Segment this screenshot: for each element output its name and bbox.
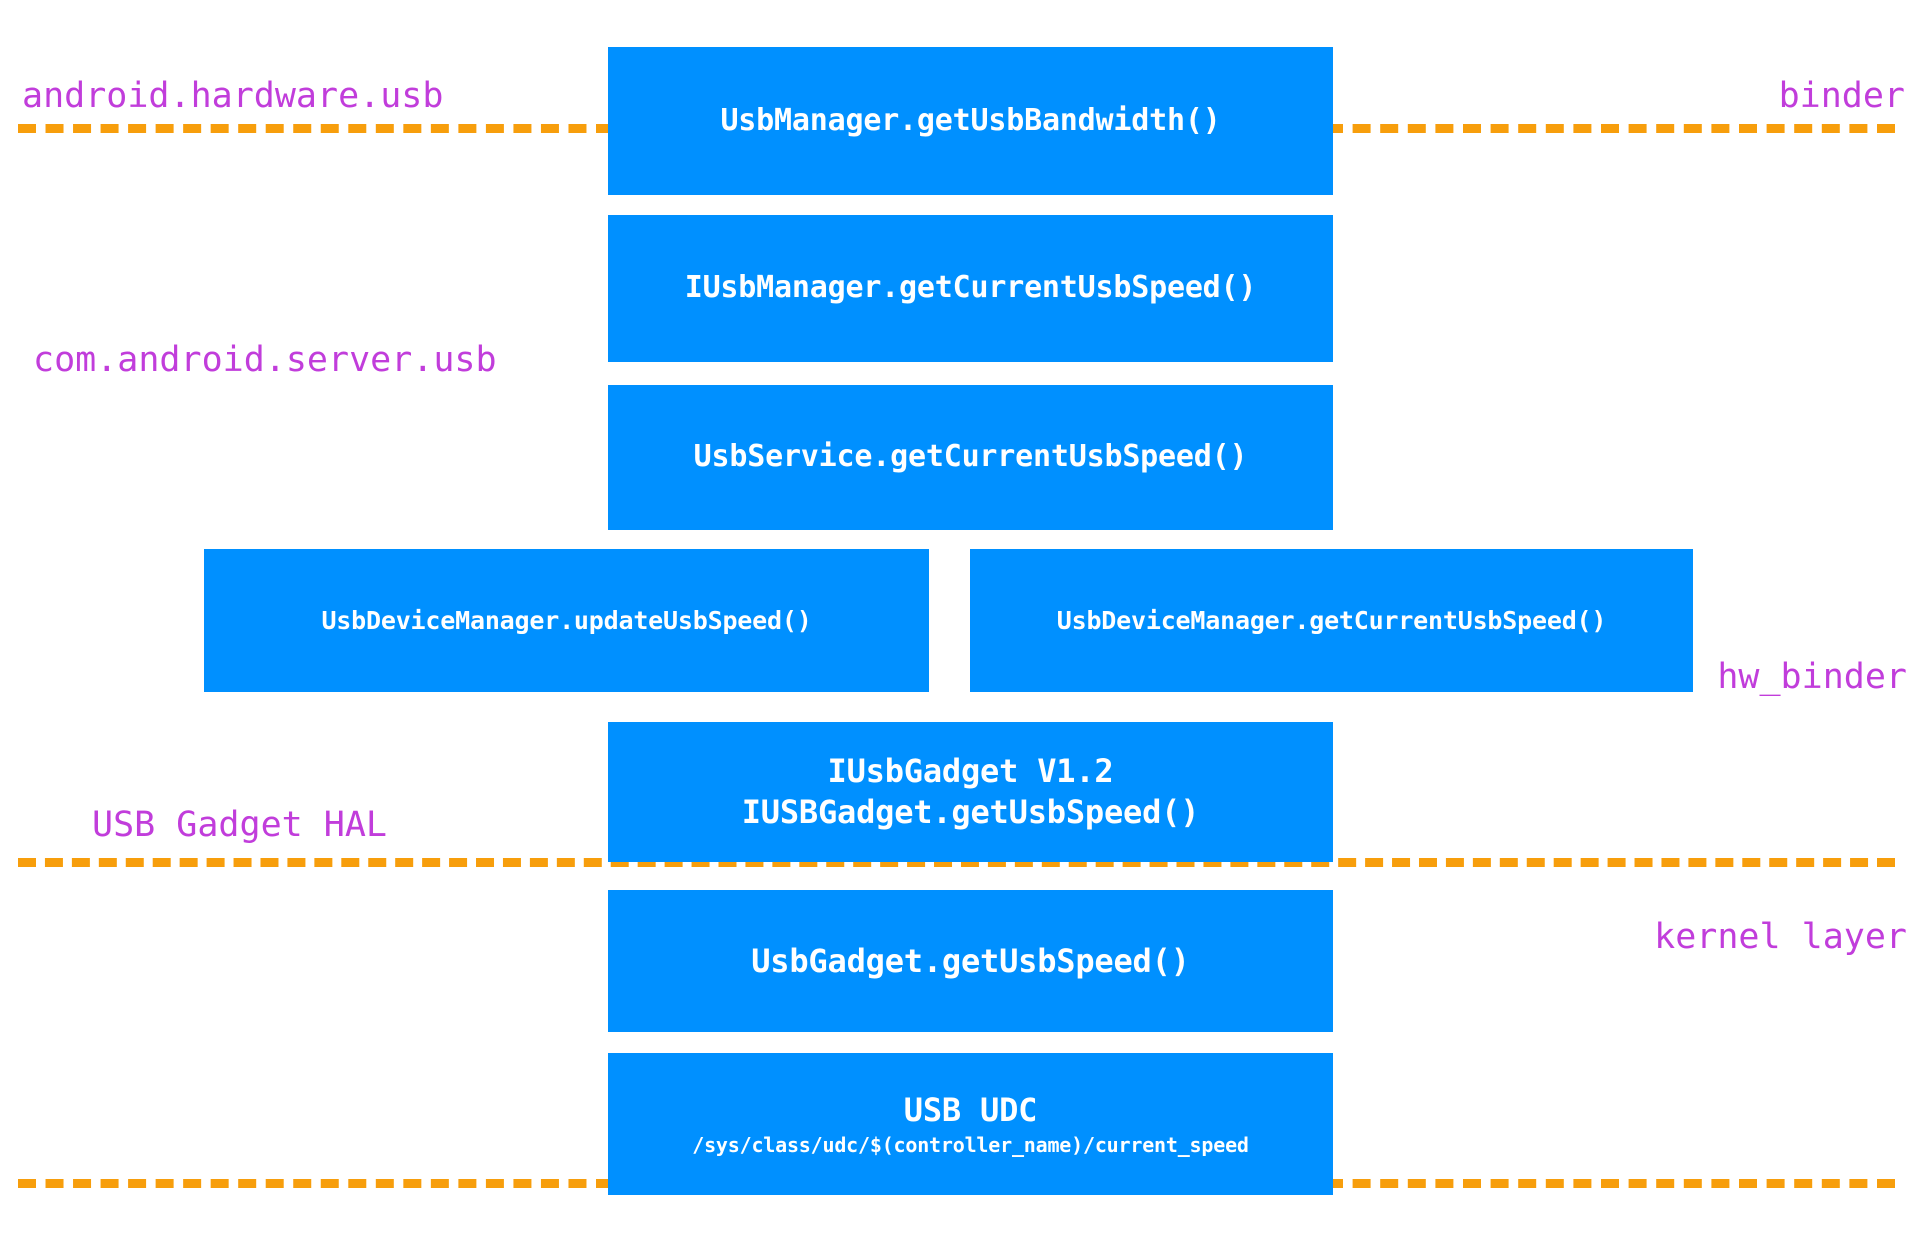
node-iusb-gadget-v1-2: IUsbGadget V1.2 IUSBGadget.getUsbSpeed() <box>608 722 1333 862</box>
layer-label-hw-binder: hw_binder <box>1717 657 1907 697</box>
node-label-line1: USB UDC <box>903 1090 1038 1129</box>
node-label-sysfs-path: /sys/class/udc/$(controller_name)/curren… <box>692 1132 1249 1157</box>
node-label-line1: UsbManager.getUsbBandwidth() <box>720 102 1221 138</box>
node-usb-udc: USB UDC /sys/class/udc/$(controller_name… <box>608 1053 1333 1195</box>
layer-label-android-hardware-usb: android.hardware.usb <box>22 76 444 116</box>
node-label-line1: IUsbManager.getCurrentUsbSpeed() <box>684 270 1257 306</box>
node-usb-gadget-get-usb-speed: UsbGadget.getUsbSpeed() <box>608 890 1333 1032</box>
node-label-line1: IUsbGadget V1.2 <box>827 752 1114 791</box>
layer-label-usb-gadget-hal: USB Gadget HAL <box>92 805 388 845</box>
hw-binder-boundary-dashed-line <box>18 858 1895 867</box>
node-usb-device-manager-update-usb-speed: UsbDeviceManager.updateUsbSpeed() <box>204 549 929 692</box>
layer-label-binder: binder <box>1778 76 1905 116</box>
kernel-boundary-dashed-line-left <box>18 1179 614 1188</box>
node-usb-device-manager-get-current-usb-speed: UsbDeviceManager.getCurrentUsbSpeed() <box>970 549 1693 692</box>
layer-label-kernel-layer: kernel layer <box>1654 917 1907 957</box>
kernel-boundary-dashed-line-right <box>1325 1179 1895 1188</box>
layer-label-com-android-server-usb: com.android.server.usb <box>33 340 497 380</box>
node-label-line1: UsbGadget.getUsbSpeed() <box>751 941 1190 980</box>
node-usb-service-get-current-usb-speed: UsbService.getCurrentUsbSpeed() <box>608 385 1333 530</box>
node-label-line1: UsbDeviceManager.getCurrentUsbSpeed() <box>1056 605 1607 635</box>
binder-boundary-dashed-line-right <box>1325 124 1895 133</box>
binder-boundary-dashed-line-left <box>18 124 614 133</box>
node-label-line1: UsbService.getCurrentUsbSpeed() <box>693 439 1248 475</box>
node-usb-manager-get-usb-bandwidth: UsbManager.getUsbBandwidth() <box>608 47 1333 195</box>
node-label-line1: UsbDeviceManager.updateUsbSpeed() <box>321 605 812 635</box>
node-iusb-manager-get-current-usb-speed: IUsbManager.getCurrentUsbSpeed() <box>608 215 1333 362</box>
node-label-line2: IUSBGadget.getUsbSpeed() <box>741 793 1200 831</box>
